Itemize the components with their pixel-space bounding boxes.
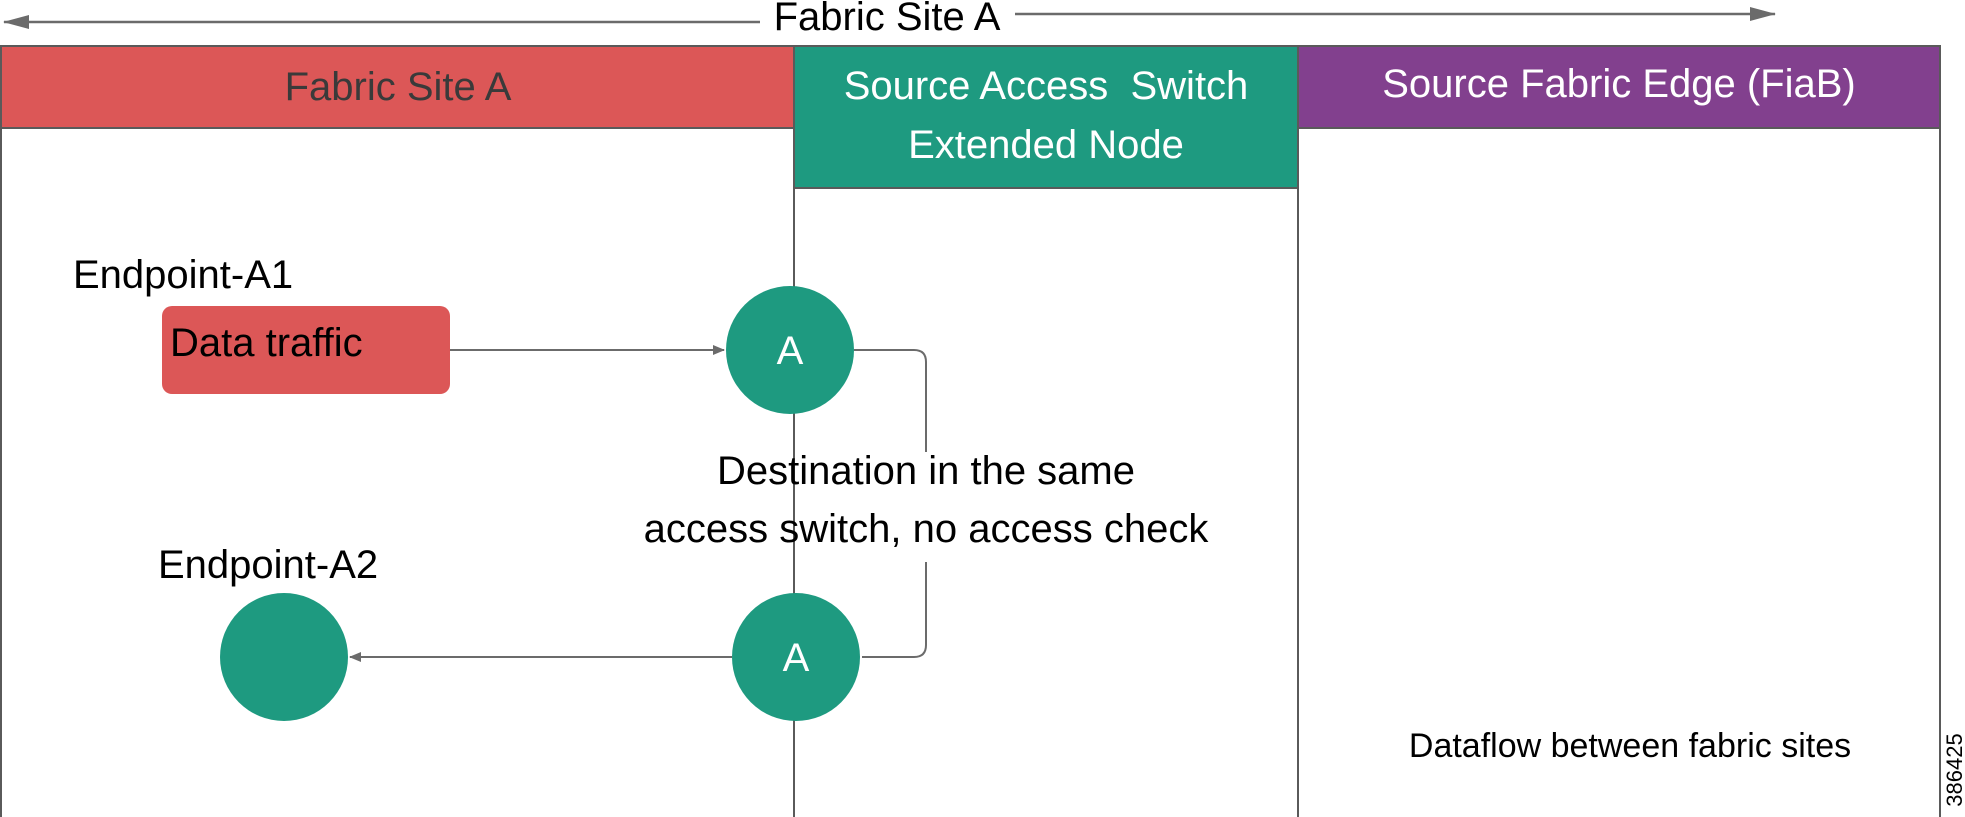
endpoint-a1: Endpoint-A1 Data traffic <box>73 253 450 394</box>
top-span-label: Fabric Site A <box>774 0 1001 39</box>
caption: Dataflow between fabric sites <box>1409 727 1851 765</box>
endpoint-a2-circle <box>220 593 348 721</box>
switch-node-top-circle <box>726 286 854 414</box>
switch-node-top-label: A <box>777 329 804 373</box>
data-traffic-box <box>162 306 450 394</box>
flow-lines <box>349 345 927 662</box>
top-span-arrow: Fabric Site A <box>3 0 1776 39</box>
column-header-fabric-site-a <box>0 46 794 128</box>
switch-node-top: A <box>726 286 854 414</box>
switch-node-bottom: A <box>732 593 860 721</box>
flow-loop-connector <box>854 349 927 658</box>
annotation-line1: Destination in the same <box>717 449 1135 493</box>
endpoint-a2-label: Endpoint-A2 <box>158 543 378 587</box>
data-traffic-label: Data traffic <box>170 321 363 365</box>
outer-frame <box>0 45 1941 817</box>
endpoint-a1-label: Endpoint-A1 <box>73 253 293 297</box>
column-header-fabric-edge <box>1298 46 1940 128</box>
switch-node-bottom-label: A <box>783 636 810 680</box>
figure-id: 386425 <box>1942 733 1965 806</box>
endpoint-a2: Endpoint-A2 <box>158 543 378 721</box>
switch-node-bottom-circle <box>732 593 860 721</box>
column-header-access-switch-line2: Extended Node <box>908 123 1184 167</box>
column-headers: Fabric Site A Source Access Switch Exten… <box>0 46 1940 188</box>
column-header-access-switch-line1: Source Access Switch <box>844 64 1249 108</box>
annotation: Destination in the same access switch, n… <box>644 449 1210 551</box>
column-header-access-switch <box>794 46 1298 188</box>
column-header-fabric-edge-label: Source Fabric Edge (FiaB) <box>1382 62 1856 106</box>
annotation-line2: access switch, no access check <box>644 507 1210 551</box>
column-header-fabric-site-a-label: Fabric Site A <box>285 65 512 109</box>
